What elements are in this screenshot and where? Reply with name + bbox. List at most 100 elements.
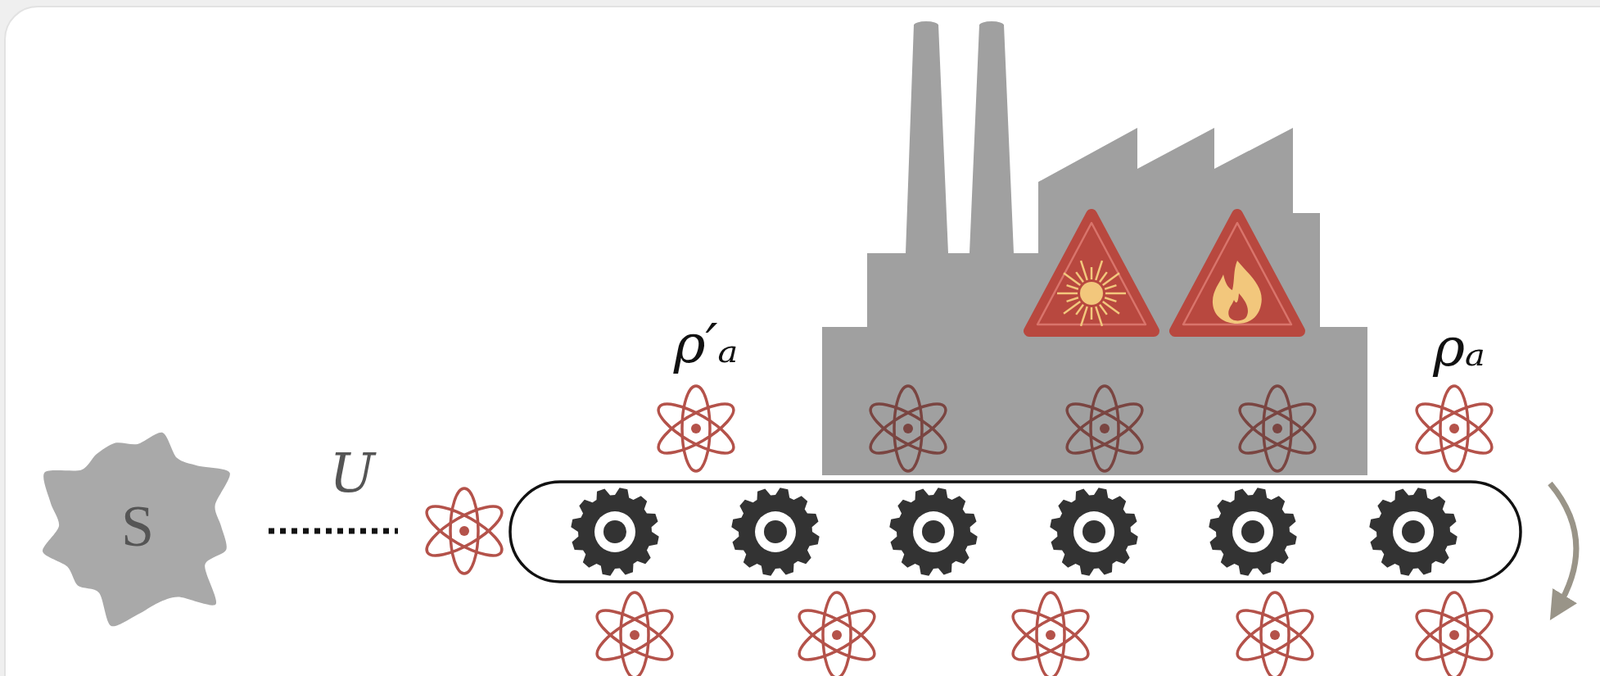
atom-orbit — [420, 497, 508, 564]
factory — [822, 24, 1368, 475]
atom — [590, 592, 678, 676]
atom-orbit — [894, 385, 923, 471]
gear-body — [731, 487, 819, 575]
atom-orbit — [1261, 592, 1289, 676]
atom-orbit — [1263, 385, 1292, 471]
atom-orbit — [1440, 592, 1469, 676]
gear-ring — [594, 510, 636, 552]
gear-ring — [754, 510, 796, 552]
laser-ray — [1090, 307, 1094, 320]
laser-ray — [1063, 301, 1081, 314]
flame-inner — [1228, 293, 1248, 321]
atom — [792, 592, 881, 676]
atom-orbit — [792, 601, 881, 668]
atom-orbit — [1230, 601, 1319, 668]
interaction-line — [268, 528, 398, 534]
atom — [651, 385, 740, 471]
atom-orbit — [822, 592, 851, 676]
atom-nucleus — [459, 525, 470, 536]
atom-nucleus — [1449, 629, 1460, 640]
atom-nucleus — [1270, 629, 1280, 640]
atom-orbit — [863, 394, 952, 462]
laser-icon — [1080, 281, 1103, 305]
gear — [570, 487, 659, 575]
laser-ray — [1080, 306, 1088, 326]
atom-orbit — [1090, 385, 1119, 471]
gear-body — [1369, 487, 1457, 575]
atom-orbit — [1230, 601, 1319, 668]
gear — [731, 487, 819, 575]
atom — [1230, 592, 1319, 676]
atom-orbit — [1410, 394, 1498, 462]
gear-hub — [1401, 519, 1425, 543]
atom — [863, 385, 952, 471]
gear-ring — [912, 510, 954, 552]
atom-orbit — [1036, 592, 1065, 676]
gear — [1369, 487, 1457, 575]
laser-ray — [1075, 304, 1084, 315]
gear-body — [1208, 487, 1297, 575]
atom-orbit — [863, 394, 952, 462]
laser-ray — [1075, 271, 1084, 282]
warning-border — [1183, 222, 1292, 325]
gear — [889, 487, 977, 575]
atom-orbit — [651, 394, 740, 462]
system-label: S — [121, 496, 154, 556]
motion-arrow — [1550, 483, 1577, 608]
laser-ray — [1066, 284, 1079, 290]
atom — [1060, 385, 1149, 471]
gear-body — [570, 487, 659, 575]
atom-orbit — [1410, 601, 1498, 668]
atom — [420, 488, 508, 574]
blob-shape — [42, 432, 231, 627]
atom-orbit — [1006, 601, 1094, 668]
atom — [1006, 592, 1094, 676]
gear-ring — [1392, 510, 1434, 552]
laser-ray — [1095, 260, 1103, 281]
laser-ray — [1090, 266, 1094, 280]
atom-orbit — [590, 601, 678, 668]
gear — [1208, 487, 1297, 575]
laser-ray — [1104, 284, 1117, 290]
atom-orbit — [590, 601, 678, 668]
gear-body — [889, 487, 977, 575]
system-blob: S — [18, 406, 257, 645]
laser-warning — [1029, 214, 1154, 331]
atom-orbit — [1060, 394, 1149, 462]
unitary-label: U — [329, 446, 376, 501]
atom-orbit — [620, 592, 649, 676]
state-label: ρ′ₐ — [673, 316, 739, 371]
atom-orbit — [450, 488, 479, 574]
atom — [1410, 592, 1498, 676]
atom-nucleus — [691, 423, 701, 434]
laser-ray — [1080, 260, 1088, 281]
gear-hub — [1241, 519, 1265, 543]
atom-orbit — [1006, 601, 1094, 668]
atom-orbit — [1410, 601, 1498, 668]
atom-nucleus — [831, 629, 842, 640]
atom-nucleus — [903, 423, 913, 434]
laser-ray — [1099, 271, 1108, 282]
laser-ray — [1105, 292, 1126, 295]
gear-hub — [1082, 519, 1106, 543]
atom-nucleus — [629, 629, 640, 640]
warning-border — [1037, 222, 1146, 325]
atom-orbit — [1233, 394, 1321, 462]
atom-orbit — [682, 385, 710, 471]
atom-orbit — [1060, 394, 1149, 462]
gear-hub — [922, 519, 945, 543]
atom-nucleus — [1272, 423, 1283, 434]
gear-ring — [1232, 510, 1274, 552]
chimney-top — [913, 21, 939, 30]
fire-warning — [1175, 214, 1300, 331]
flame-icon — [1212, 260, 1262, 324]
gear-hub — [603, 519, 627, 543]
gear-hub — [763, 519, 787, 543]
atom-orbit — [651, 394, 740, 462]
gear-ring — [1073, 510, 1115, 552]
card — [4, 6, 1600, 676]
atom-orbit — [420, 497, 508, 564]
atom — [1410, 385, 1498, 471]
